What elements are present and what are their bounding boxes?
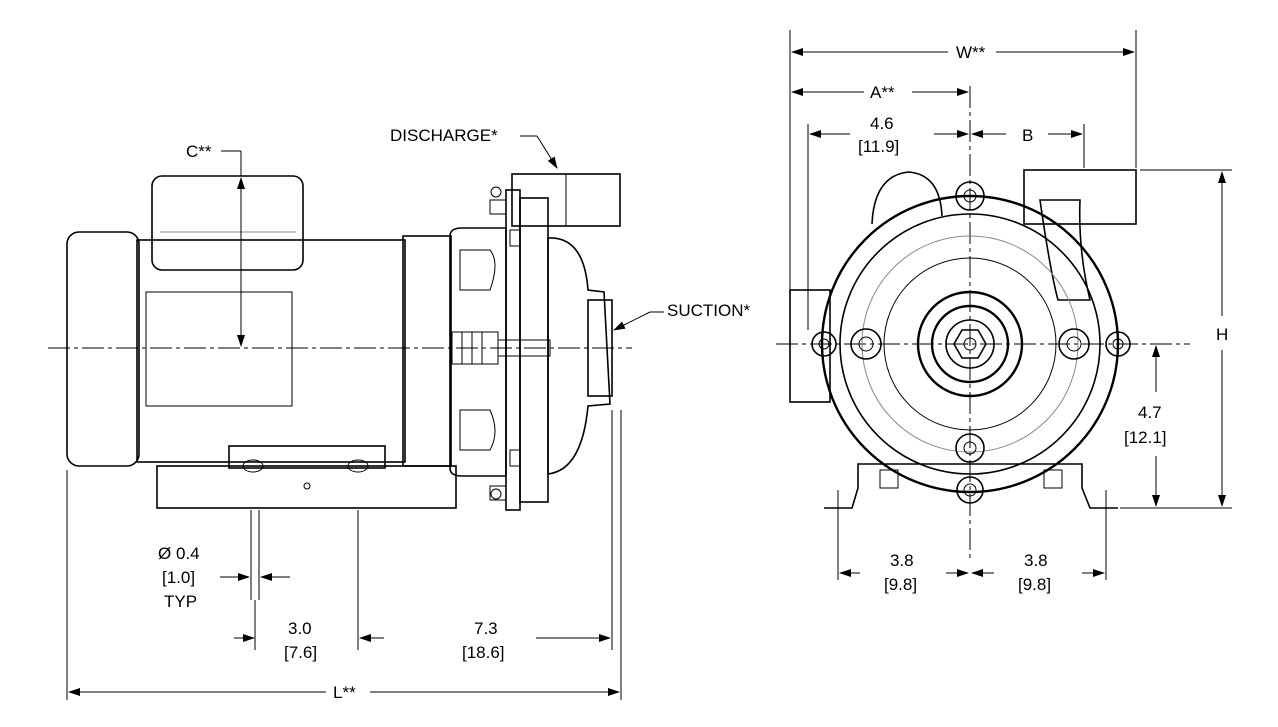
shaft-nut: [953, 329, 987, 359]
mounting-feet: [824, 463, 1118, 509]
lifting-loop: [871, 171, 943, 225]
side-view: C** DISCHARGE* SUCTION* Ø 0.4 [1.0] TYP …: [48, 126, 751, 702]
dim-4-6-metric: [11.9]: [858, 137, 899, 156]
hole-dia-label: Ø 0.4: [158, 544, 200, 563]
junction-box: [151, 175, 304, 271]
motor-base: [156, 465, 457, 509]
dim-4-6-label: 4.6: [870, 114, 894, 133]
width-label: W**: [956, 43, 986, 62]
hole-typ-label: TYP: [164, 592, 197, 611]
motor-nameplate: [145, 291, 293, 407]
suction-stub: [789, 289, 831, 403]
dim-3-8-left-metric: [9.8]: [884, 575, 917, 594]
discharge-label: DISCHARGE*: [390, 126, 498, 145]
hole-dia-metric: [1.0]: [162, 568, 195, 587]
discharge-outlet: [1023, 169, 1137, 225]
suction-label: SUCTION*: [667, 301, 751, 320]
a-label: A**: [870, 83, 895, 102]
impeller-eye: [916, 290, 1024, 398]
dim-3-8-right-metric: [9.8]: [1018, 575, 1051, 594]
motor-body: [136, 239, 406, 463]
dim-4-7-metric: [12.1]: [1124, 428, 1167, 447]
dim-3-8-left-label: 3.8: [890, 551, 914, 570]
base-rail: [228, 445, 386, 469]
dim-3-0-label: 3.0: [288, 619, 312, 638]
dim-7-3-label: 7.3: [474, 619, 498, 638]
h-label: H: [1216, 325, 1228, 344]
dim-4-7-label: 4.7: [1138, 403, 1162, 422]
motor-flange: [402, 235, 452, 467]
front-view: W** A** 4.6 [11.9] B H 4.7 [12.1] 3.8: [776, 30, 1232, 594]
motor-end-cap: [66, 231, 140, 467]
length-label: L**: [333, 683, 356, 702]
pump-flange: [505, 189, 521, 511]
bolt-lugs: [811, 181, 1131, 504]
c-label: C**: [186, 142, 212, 161]
discharge-outlet-body: [1039, 199, 1092, 301]
casing-outer: [820, 194, 1120, 494]
pump-casing: [547, 237, 611, 475]
suction-nozzle: [587, 299, 613, 397]
dim-7-3-metric: [18.6]: [462, 643, 505, 662]
dim-3-0-metric: [7.6]: [284, 643, 317, 662]
b-label: B: [1022, 126, 1033, 145]
dim-3-8-right-label: 3.8: [1024, 551, 1048, 570]
